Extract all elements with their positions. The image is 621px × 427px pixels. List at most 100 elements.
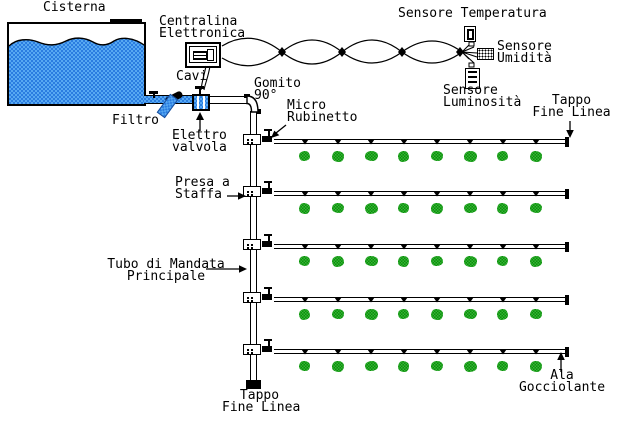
clamp-fitting-icon bbox=[243, 134, 261, 145]
tank-tap-stem bbox=[152, 93, 155, 98]
dripper-icon bbox=[499, 244, 507, 250]
plant-icon bbox=[497, 309, 508, 320]
controller-display bbox=[193, 51, 207, 60]
dripper-icon bbox=[400, 139, 408, 145]
dripper-icon bbox=[532, 349, 540, 355]
micro-tap-handle bbox=[264, 181, 272, 183]
plant-icon bbox=[497, 151, 508, 161]
clamp-fitting-icon bbox=[243, 186, 261, 197]
plant-icon bbox=[530, 256, 542, 267]
micro-tap-stem bbox=[268, 183, 270, 188]
tank-tap-icon bbox=[149, 91, 158, 94]
end-line-cap-bottom bbox=[246, 380, 261, 389]
clamp-fitting-icon bbox=[243, 239, 261, 250]
plant-icon bbox=[464, 203, 477, 213]
dripper-icon bbox=[532, 191, 540, 197]
end-line-cap-icon bbox=[565, 295, 569, 305]
end-line-cap-icon bbox=[565, 242, 569, 252]
dripper-icon bbox=[400, 191, 408, 197]
plant-icon bbox=[464, 151, 477, 162]
dripper-icon bbox=[367, 191, 375, 197]
drip-line-pipe bbox=[274, 349, 566, 354]
dripper-icon bbox=[400, 244, 408, 250]
dripper-icon bbox=[367, 349, 375, 355]
drip-line-pipe bbox=[274, 139, 566, 144]
plant-icon bbox=[431, 256, 443, 266]
clamp-fitting-icon bbox=[243, 292, 261, 303]
controller-panel bbox=[189, 46, 217, 63]
micro-tap-icon bbox=[262, 241, 272, 247]
end-line-cap-icon bbox=[565, 137, 569, 147]
electrovalve-tap-stem bbox=[198, 88, 201, 94]
dripper-icon bbox=[433, 191, 441, 197]
dripper-icon bbox=[532, 139, 540, 145]
clamp-fitting-icon bbox=[243, 344, 261, 355]
dripper-icon bbox=[301, 297, 309, 303]
dripper-icon bbox=[499, 191, 507, 197]
plant-icon bbox=[464, 256, 477, 267]
tank-lid bbox=[110, 19, 142, 23]
plant-icon bbox=[365, 309, 378, 320]
micro-tap-stem bbox=[268, 131, 270, 136]
dripper-icon bbox=[466, 244, 474, 250]
plant-icon bbox=[464, 361, 477, 372]
dripper-icon bbox=[301, 139, 309, 145]
plant-icon bbox=[431, 309, 443, 320]
dripper-icon bbox=[400, 349, 408, 355]
water bbox=[9, 36, 144, 104]
plant-icon bbox=[332, 361, 344, 372]
plant-icon bbox=[299, 256, 310, 266]
dripper-icon bbox=[301, 191, 309, 197]
plant-icon bbox=[530, 361, 542, 372]
electrovalve-tap-bar bbox=[195, 86, 204, 89]
plant-icon bbox=[398, 361, 409, 372]
electrovalve-icon bbox=[192, 94, 210, 111]
plant-icon bbox=[497, 256, 508, 266]
dripper-icon bbox=[532, 244, 540, 250]
dripper-icon bbox=[466, 297, 474, 303]
dripper-icon bbox=[499, 349, 507, 355]
dripper-icon bbox=[499, 139, 507, 145]
micro-tap-icon bbox=[262, 294, 272, 300]
plant-icon bbox=[497, 361, 508, 371]
plant-icon bbox=[299, 309, 310, 320]
dripper-icon bbox=[301, 244, 309, 250]
humidity-sensor-icon bbox=[477, 48, 494, 60]
micro-tap-stem bbox=[268, 341, 270, 346]
plant-icon bbox=[365, 203, 378, 214]
dripper-icon bbox=[367, 297, 375, 303]
plant-icon bbox=[431, 361, 443, 371]
plant-icon bbox=[365, 151, 378, 161]
dripper-icon bbox=[466, 139, 474, 145]
end-line-cap-icon bbox=[565, 189, 569, 199]
plant-icon bbox=[530, 151, 542, 162]
micro-tap-icon bbox=[262, 188, 272, 194]
plant-icon bbox=[398, 256, 409, 267]
dripper-icon bbox=[334, 191, 342, 197]
dripper-icon bbox=[532, 297, 540, 303]
dripper-icon bbox=[433, 139, 441, 145]
drip-line-pipe bbox=[274, 297, 566, 302]
micro-tap-handle bbox=[264, 339, 272, 341]
plant-icon bbox=[398, 309, 409, 319]
micro-tap-stem bbox=[268, 289, 270, 294]
dripper-icon bbox=[334, 139, 342, 145]
end-line-cap-icon bbox=[565, 347, 569, 357]
plant-icon bbox=[365, 256, 378, 266]
drip-line-pipe bbox=[274, 244, 566, 249]
plant-icon bbox=[299, 361, 310, 371]
plant-icon bbox=[497, 203, 508, 214]
temperature-sensor-core bbox=[467, 29, 474, 40]
label-filtro: Filtro bbox=[112, 113, 159, 128]
